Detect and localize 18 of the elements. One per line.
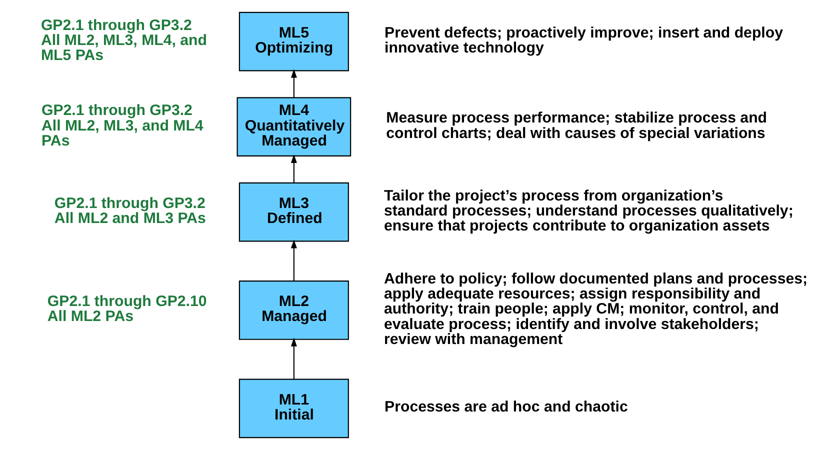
arrow bbox=[290, 240, 297, 281]
node-label: Tailor the project’s process from organization’s standard processes; understand processes qualitatively; ensure that projects contribute to organization assets bbox=[384, 187, 794, 235]
arrow bbox=[290, 69, 297, 98]
node-label: Adhere to policy; follow documented plans and processes; apply adequate resources; assign responsibility and authority; train people; apply CM; monitor, control, and evaluate process; identify and involve stakeholders; review with management bbox=[384, 270, 808, 348]
node-label: GP2.1 through GP2.10 All ML2 PAs bbox=[47, 293, 207, 326]
node-label: Prevent defects; proactively improve; insert and deploy innovative technology bbox=[384, 24, 783, 57]
node-label: Measure process performance; stabilize process and control charts; deal with causes of special variations bbox=[386, 110, 768, 142]
node-box: ML5 Optimizing bbox=[238, 12, 349, 72]
node-label: GP2.1 through GP3.2 All ML2 and ML3 PAs bbox=[54, 194, 206, 228]
arrow bbox=[290, 154, 297, 183]
node-box: ML2 Managed bbox=[238, 280, 349, 340]
node-box: ML4 Quantitatively Managed bbox=[236, 97, 352, 156]
node-label: GP2.1 through GP3.2 All ML2, ML3, ML4, and ML5 PAs bbox=[40, 16, 207, 64]
node-label: GP2.1 through GP3.2 All ML2, ML3, and ML4 PAs bbox=[41, 102, 204, 150]
node-box: ML1 Initial bbox=[238, 378, 349, 438]
node-label: Processes are ad hoc and chaotic bbox=[384, 398, 628, 416]
node-box: ML3 Defined bbox=[238, 182, 349, 242]
arrow bbox=[290, 338, 297, 380]
